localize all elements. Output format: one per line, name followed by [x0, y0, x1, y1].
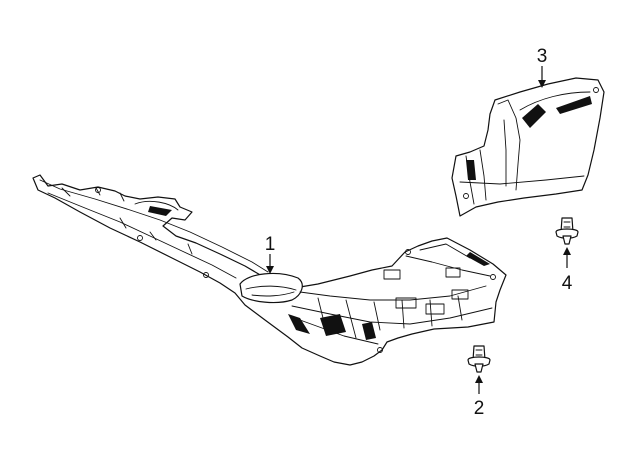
- under-cover-part-1[interactable]: [32, 174, 507, 366]
- callout-2: 2: [474, 398, 485, 419]
- leader-lines: [266, 66, 571, 394]
- clip-part-2[interactable]: [467, 345, 491, 373]
- side-shield-part-3[interactable]: [451, 77, 605, 217]
- callout-3: 3: [537, 46, 548, 67]
- clip-part-4[interactable]: [555, 217, 579, 245]
- callout-1: 1: [265, 234, 276, 255]
- callout-4: 4: [562, 273, 573, 294]
